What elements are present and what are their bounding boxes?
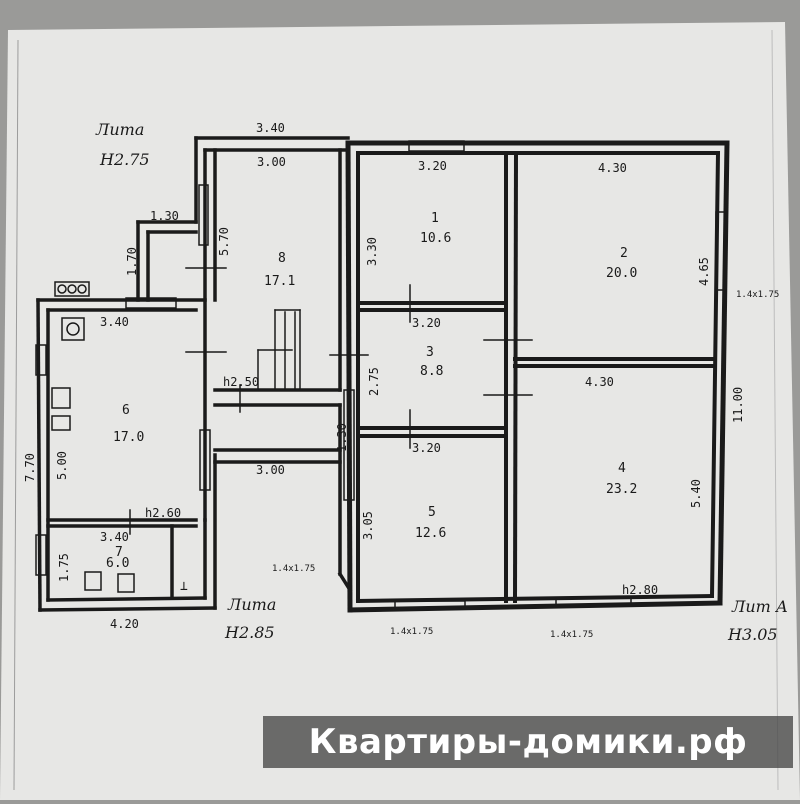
block-height-middle: H2.85 bbox=[224, 623, 275, 642]
dim-room5-side: 3.05 bbox=[361, 511, 375, 540]
room-5-area: 12.6 bbox=[415, 526, 446, 541]
dim-top-outer: 3.40 bbox=[256, 121, 285, 135]
window-room4-size: 1.4x1.75 bbox=[550, 630, 593, 640]
dim-corridor-side: 1.30 bbox=[335, 423, 349, 452]
watermark-text: Квартиры-домики.рф bbox=[308, 722, 748, 762]
dim-room4-side: 5.40 bbox=[689, 479, 703, 508]
annex-walls bbox=[36, 136, 353, 612]
room-labels: 1 10.6 2 20.0 3 8.8 4 23.2 5 12.6 6 17.0… bbox=[106, 211, 637, 571]
dim-room1-top: 3.20 bbox=[418, 159, 447, 173]
dim-corridor-bottom: 3.00 bbox=[256, 463, 285, 477]
room-7-area: 6.0 bbox=[106, 556, 129, 571]
dim-bottom-left: 4.20 bbox=[110, 617, 139, 631]
door-marks bbox=[129, 267, 533, 535]
room-3-area: 8.8 bbox=[420, 364, 443, 379]
block-height-left: H2.75 bbox=[99, 150, 150, 169]
room-6-area: 17.0 bbox=[113, 430, 144, 445]
dim-room6-side: 5.00 bbox=[55, 451, 69, 480]
dim-room7-top: 3.40 bbox=[100, 530, 129, 544]
dim-right-outer: 11.00 bbox=[731, 387, 745, 423]
dim-room8-side: 5.70 bbox=[217, 227, 231, 256]
stair-height: h2.50 bbox=[223, 375, 259, 389]
stair-symbol: ⊥ bbox=[180, 579, 188, 594]
dim-room4-top: 4.30 bbox=[585, 375, 614, 389]
room-7-number: 7 bbox=[115, 545, 123, 560]
main-house-inner-walls bbox=[355, 150, 721, 604]
dim-left-outer: 7.70 bbox=[23, 453, 37, 482]
dim-room7-side: 1.75 bbox=[57, 553, 71, 582]
room-4-area: 23.2 bbox=[606, 482, 637, 497]
room-2-number: 2 bbox=[620, 246, 628, 261]
dim-room2-top: 4.30 bbox=[598, 161, 627, 175]
window-room5-size: 1.4x1.75 bbox=[390, 627, 433, 637]
dimension-labels: 3.40 3.00 3.20 4.30 1.30 3.40 3.20 4.30 … bbox=[23, 121, 779, 640]
watermark-banner: Квартиры-домики.рф bbox=[263, 716, 793, 768]
dim-room3-top: 3.20 bbox=[412, 316, 441, 330]
dim-annex-width: 1.30 bbox=[150, 209, 179, 223]
room-8-number: 8 bbox=[278, 251, 286, 266]
room-5-number: 5 bbox=[428, 505, 436, 520]
window-right-size: 1.4x1.75 bbox=[736, 290, 779, 300]
dim-top-inner: 3.00 bbox=[257, 155, 286, 169]
block-label-right: Лит А bbox=[731, 597, 788, 616]
dim-room2-side: 4.65 bbox=[697, 257, 711, 286]
room-6-number: 6 bbox=[122, 403, 130, 418]
margin-line bbox=[13, 39, 19, 791]
room-1-area: 10.6 bbox=[420, 231, 451, 246]
margin-line-right bbox=[771, 29, 779, 791]
block-label-left: Лита bbox=[95, 120, 144, 139]
block-label-middle: Лита bbox=[227, 595, 276, 614]
room4-height: h2.80 bbox=[622, 583, 658, 597]
room-1-number: 1 bbox=[431, 211, 439, 226]
kitchen-fixtures bbox=[51, 281, 135, 593]
block-labels: Лита H2.75 Лита H2.85 Лит А H3.05 bbox=[95, 120, 788, 644]
dim-room6-top: 3.40 bbox=[100, 315, 129, 329]
windows bbox=[35, 140, 727, 610]
block-height-right: H3.05 bbox=[727, 625, 778, 644]
room-4-number: 4 bbox=[618, 461, 626, 476]
room6-height: h2.60 bbox=[145, 506, 181, 520]
dim-room1-side: 3.30 bbox=[365, 237, 379, 266]
room-2-area: 20.0 bbox=[606, 266, 637, 281]
dim-annex-height: 1.70 bbox=[125, 247, 139, 276]
dim-room5-top: 3.20 bbox=[412, 441, 441, 455]
dim-room3-side: 2.75 bbox=[367, 367, 381, 396]
stairs bbox=[257, 309, 301, 391]
window-left-size: 1.4x1.75 bbox=[272, 564, 315, 574]
room-8-area: 17.1 bbox=[264, 274, 295, 289]
room-3-number: 3 bbox=[426, 345, 434, 360]
